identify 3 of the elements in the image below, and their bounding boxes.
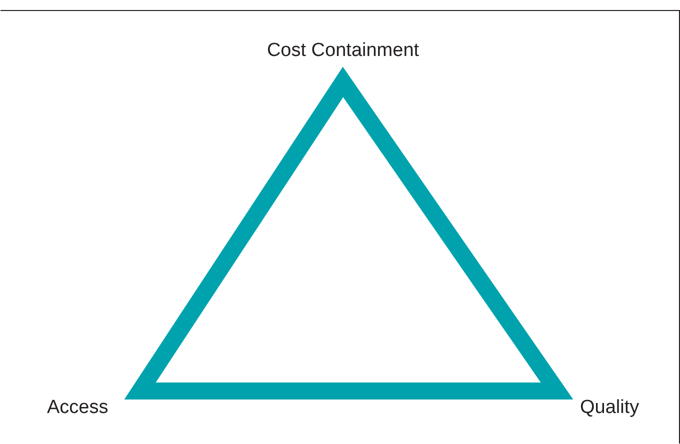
vertex-label: Quality — [580, 397, 640, 419]
vertex-label: Access — [47, 397, 108, 419]
vertex-label: Cost Containment — [266, 40, 420, 62]
